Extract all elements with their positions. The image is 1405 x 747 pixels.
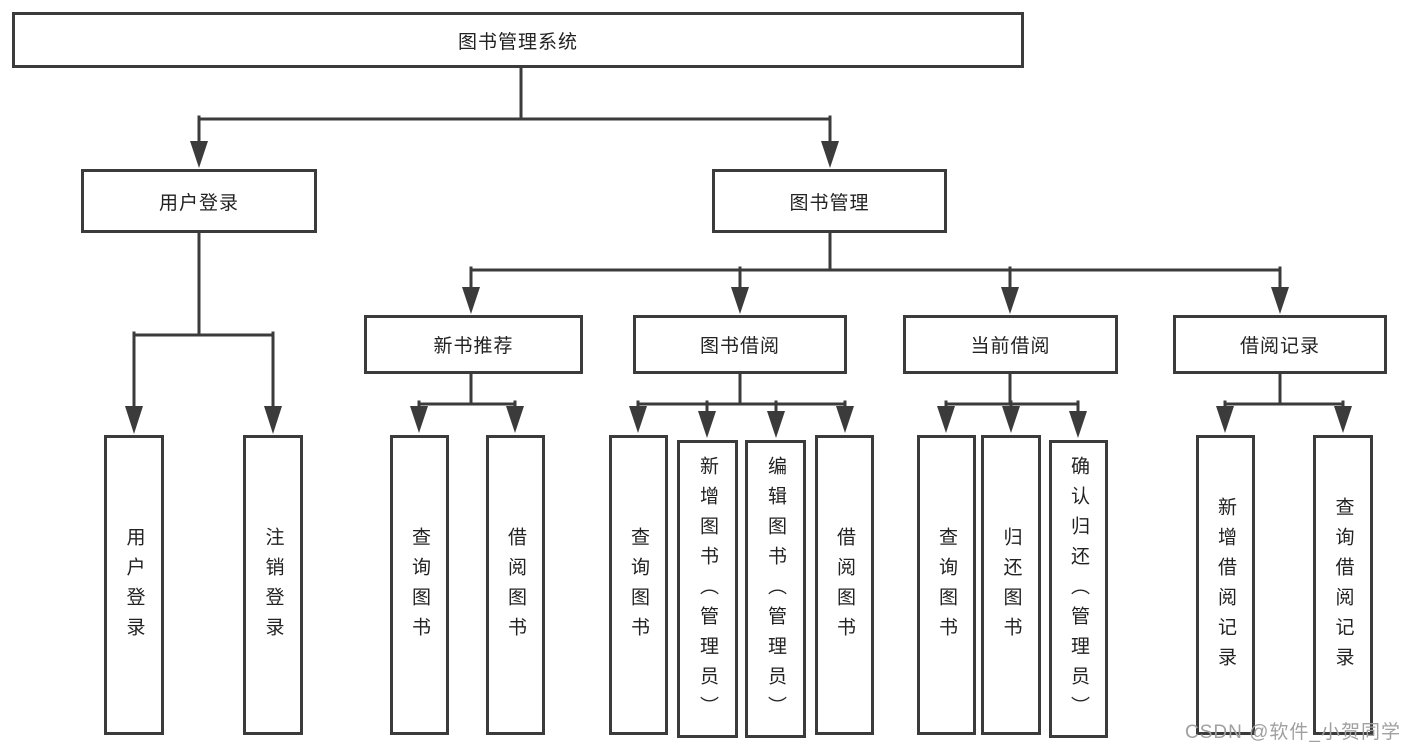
- arrowhead-leaf-add-borrow-record: [1216, 406, 1234, 433]
- connector-user-login-children: [132, 231, 275, 412]
- node-leaf-add-books: 新增图书（管理员）: [677, 440, 738, 738]
- arrowhead-user-login: [190, 141, 208, 168]
- node-user-login: 用户登录: [81, 169, 317, 233]
- node-leaf-query-books-1: 查询图书: [390, 435, 449, 735]
- node-book-management: 图书管理: [712, 169, 947, 233]
- arrowhead-leaf-query-books-2: [629, 406, 647, 433]
- arrowhead-current-borrowing: [1001, 287, 1019, 314]
- arrowhead-borrowing-records: [1271, 287, 1289, 314]
- connector-root-to-level2: [197, 66, 832, 149]
- csdn-watermark: CSDN @软件_小贺同学: [1185, 722, 1401, 743]
- connector-new-book-recommendation-children: [417, 372, 517, 412]
- arrowhead-leaf-confirm-return: [1069, 411, 1087, 438]
- node-leaf-query-books-2: 查询图书: [609, 435, 668, 735]
- connector-borrowing-records-children: [1223, 372, 1345, 412]
- node-borrowing-records: 借阅记录: [1173, 315, 1387, 374]
- node-book-borrowing: 图书借阅: [633, 315, 847, 374]
- node-library-management-system: 图书管理系统: [12, 12, 1024, 68]
- arrowhead-book-management: [821, 141, 839, 168]
- connector-book-borrowing-children: [636, 372, 847, 414]
- arrowhead-leaf-add-books: [698, 411, 716, 438]
- arrowhead-leaf-query-books-3: [937, 406, 955, 433]
- node-leaf-query-books-3: 查询图书: [917, 435, 976, 735]
- arrowhead-leaf-borrow-books-1: [506, 406, 524, 433]
- arrowhead-leaf-query-books-1: [410, 406, 428, 433]
- node-new-book-recommendation: 新书推荐: [364, 315, 583, 374]
- arrowhead-leaf-edit-books: [767, 411, 785, 438]
- node-leaf-logout: 注销登录: [243, 435, 303, 735]
- node-leaf-edit-books: 编辑图书（管理员）: [745, 440, 806, 738]
- node-leaf-confirm-return: 确认归还（管理员）: [1049, 440, 1108, 738]
- connector-book-management-children: [469, 231, 1282, 293]
- node-leaf-query-borrow-record: 查询借阅记录: [1313, 435, 1373, 735]
- node-leaf-borrow-books-1: 借阅图书: [486, 435, 545, 735]
- node-leaf-return-books: 归还图书: [981, 435, 1041, 735]
- node-current-borrowing: 当前借阅: [903, 315, 1118, 374]
- node-leaf-borrow-books-2: 借阅图书: [815, 435, 874, 735]
- node-leaf-user-login: 用户登录: [104, 435, 164, 735]
- node-leaf-add-borrow-record: 新增借阅记录: [1196, 435, 1255, 735]
- arrowhead-leaf-user-login: [125, 406, 143, 434]
- arrowhead-leaf-borrow-books-2: [836, 406, 854, 433]
- arrowhead-leaf-logout: [264, 406, 282, 434]
- arrowhead-book-borrowing: [731, 287, 749, 314]
- arrowhead-new-book-recommendation: [462, 287, 480, 314]
- arrowhead-leaf-return-books: [1002, 406, 1020, 433]
- arrowhead-leaf-query-borrow-record: [1334, 406, 1352, 433]
